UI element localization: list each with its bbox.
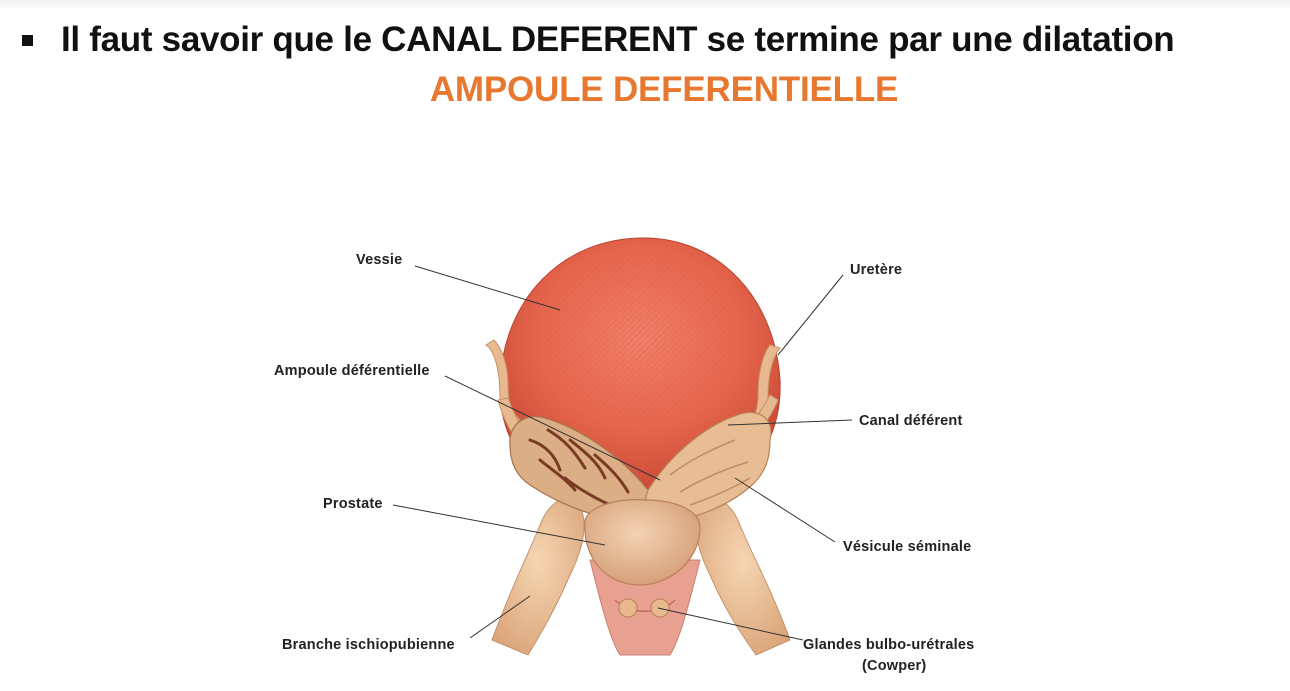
- highlight-term: AMPOULE DEFERENTIELLE: [429, 70, 899, 109]
- bullet-line: Il faut savoir que le CANAL DEFERENT se …: [18, 16, 1283, 64]
- pelvic-bone-right: [695, 498, 791, 656]
- leader-uretere: [777, 274, 844, 356]
- prostate: [584, 499, 701, 586]
- leader-branche: [469, 595, 531, 639]
- square-bullet-icon: [22, 34, 33, 46]
- label-uretere: Uretère: [850, 262, 902, 278]
- leader-ampoule: [444, 375, 661, 481]
- leader-prostate: [392, 504, 606, 546]
- label-vesicule-seminale: Vésicule séminale: [843, 539, 971, 555]
- label-branche-ischiopubienne: Branche ischiopubienne: [282, 637, 455, 653]
- label-prostate: Prostate: [323, 496, 383, 512]
- slide-top-border: [0, 0, 1290, 10]
- pelvic-bone-left: [491, 498, 585, 656]
- label-vessie: Vessie: [356, 252, 402, 268]
- leader-glandes: [657, 607, 804, 641]
- label-canal-deferent: Canal déférent: [859, 413, 963, 429]
- leader-vesicule: [734, 477, 836, 543]
- ureter-left: [485, 339, 521, 429]
- leader-vessie: [414, 265, 561, 311]
- urethra-region: [589, 559, 701, 656]
- label-glandes-bulbo-uretrales: Glandes bulbo-urétrales: [803, 637, 974, 653]
- bullet-text: Il faut savoir que le CANAL DEFERENT se …: [61, 20, 1175, 59]
- label-ampoule-deferentielle: Ampoule déférentielle: [274, 363, 430, 379]
- leader-canal: [727, 419, 853, 426]
- label-cowper: (Cowper): [862, 658, 926, 674]
